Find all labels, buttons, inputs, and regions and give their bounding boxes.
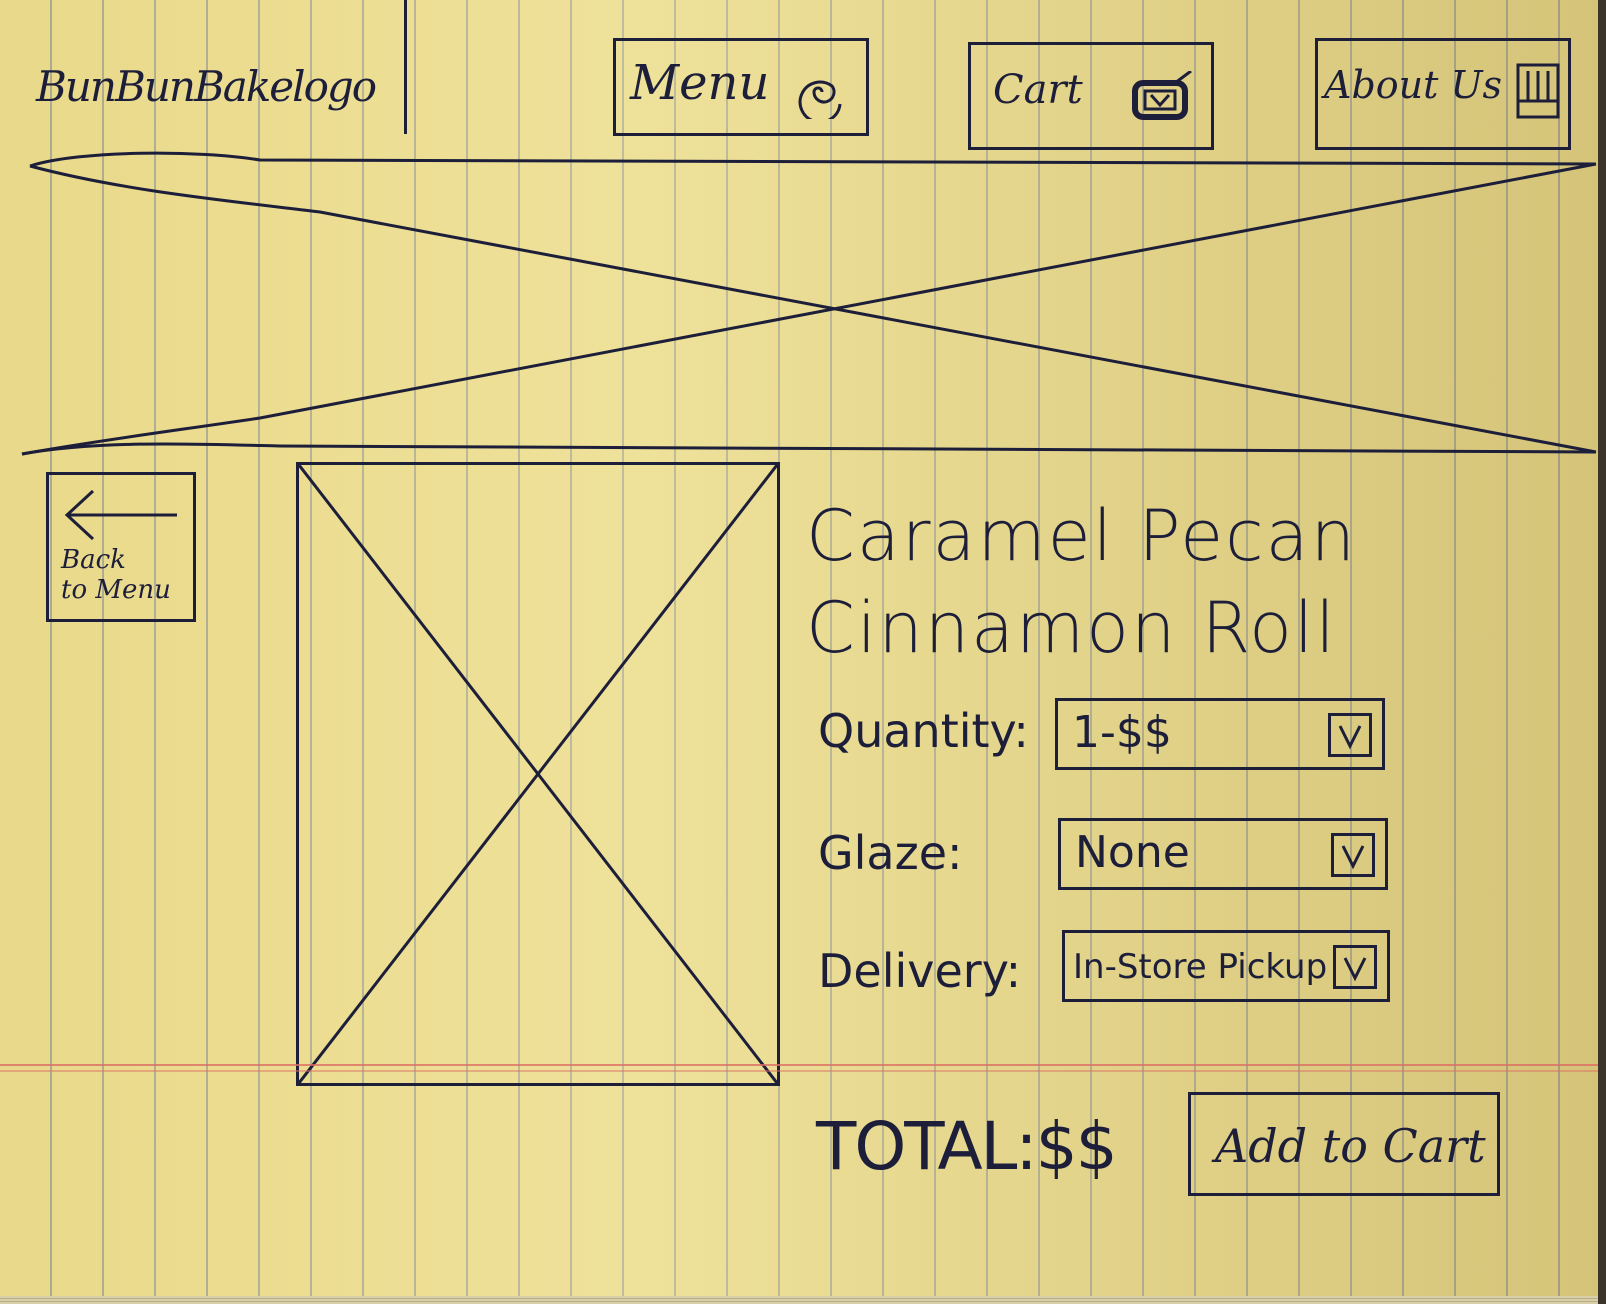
quantity-select[interactable]: 1-$$ (1055, 698, 1385, 770)
back-to-menu-label: Back to Menu (61, 545, 171, 605)
paper-margin-line (0, 1070, 1598, 1072)
product-title: Caramel Pecan Cinnamon Roll (806, 495, 1357, 669)
cart-icon (1132, 71, 1192, 120)
quantity-value: 1-$$ (1072, 707, 1172, 758)
chevron-down-icon (1328, 713, 1372, 757)
logo[interactable]: BunBunBakelogo (36, 62, 377, 111)
add-to-cart-button[interactable]: Add to Cart (1188, 1092, 1500, 1196)
quantity-label: Quantity: (818, 704, 1029, 758)
nav-about-button[interactable]: About Us (1315, 38, 1571, 150)
glaze-select[interactable]: None (1058, 818, 1388, 890)
delivery-select[interactable]: In-Store Pickup (1062, 930, 1390, 1002)
nav-menu-label: Menu (630, 55, 770, 111)
nav-cart-button[interactable]: Cart (968, 42, 1214, 150)
logo-divider (404, 0, 407, 134)
nav-about-label: About Us (1324, 63, 1502, 107)
chevron-down-icon (1333, 945, 1377, 989)
delivery-label: Delivery: (818, 944, 1022, 998)
add-to-cart-label: Add to Cart (1215, 1119, 1486, 1173)
product-image-placeholder (296, 462, 780, 1086)
total-price: TOTAL:$$ (816, 1108, 1118, 1185)
background-edge (1598, 0, 1606, 1304)
grid-icon (1516, 63, 1560, 119)
swirl-icon (798, 80, 842, 119)
delivery-value: In-Store Pickup (1073, 947, 1328, 987)
chevron-down-icon (1331, 833, 1375, 877)
back-to-menu-button[interactable]: Back to Menu (46, 472, 196, 622)
glaze-label: Glaze: (818, 826, 963, 880)
nav-menu-button[interactable]: Menu (613, 38, 869, 136)
image-placeholder-cross (299, 465, 777, 1083)
back-arrow-icon (64, 489, 177, 541)
paper-margin-line (0, 1064, 1598, 1066)
paper-edge (0, 1296, 1598, 1304)
glaze-value: None (1075, 827, 1190, 878)
nav-cart-label: Cart (993, 67, 1083, 113)
